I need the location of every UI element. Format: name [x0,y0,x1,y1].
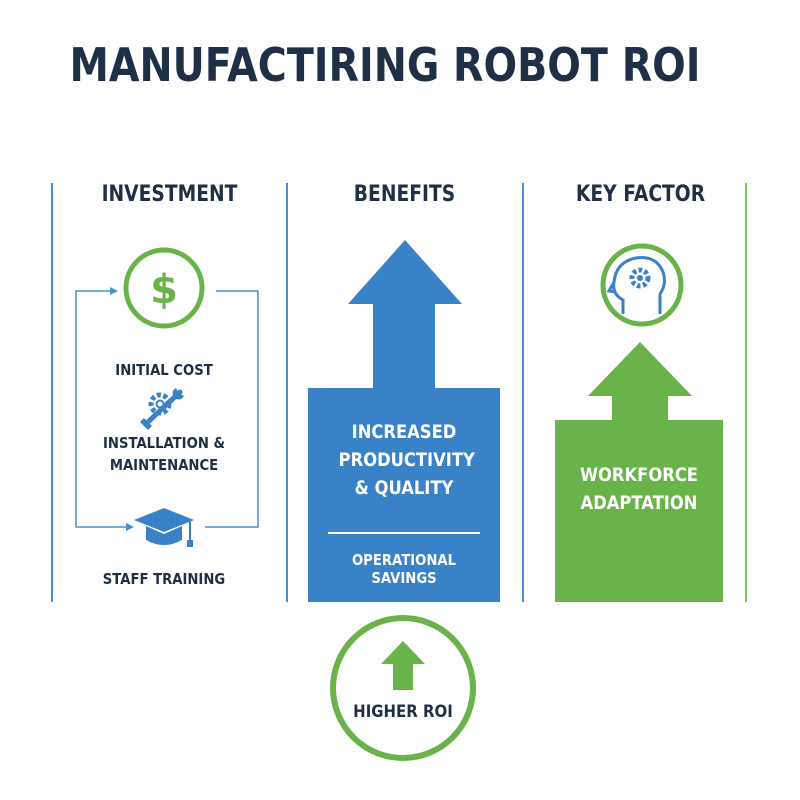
heading-benefits: BENEFITS [353,182,456,207]
label-initial-cost: INITIAL COST [115,361,213,379]
heading-investment: INVESTMENT [101,182,238,207]
roi-up-arrow-icon [381,641,425,690]
label-higher-roi: HIGHER ROI [353,702,453,722]
label-increased-productivity: INCREASED PRODUCTIVITY & QUALITY [338,421,475,499]
benefits-up-arrow-icon [308,240,500,602]
label-operational-savings: OPERATIONAL SAVINGS [351,551,457,587]
head-gear-icon [600,243,684,327]
label-workforce-adaptation: WORKFORCE ADAPTATION [580,464,698,514]
label-staff-training: STAFF TRAINING [102,570,226,588]
arrowhead-top [110,287,118,295]
higher-roi-badge [330,615,476,761]
svg-text:$: $ [150,267,178,313]
investment-flow-lines [75,290,259,528]
wrench-gear-icon [140,388,184,430]
label-installation-maintenance: INSTALLATION & MAINTENANCE [103,434,225,474]
heading-key-factor: KEY FACTOR [575,182,706,207]
arrowhead-bottom [126,523,134,531]
dollar-icon: $ [123,247,205,329]
page-title: MANUFACTIRING ROBOT ROI [69,38,701,92]
graduation-cap-icon [134,508,194,547]
keyfactor-up-arrow-icon [555,342,723,602]
